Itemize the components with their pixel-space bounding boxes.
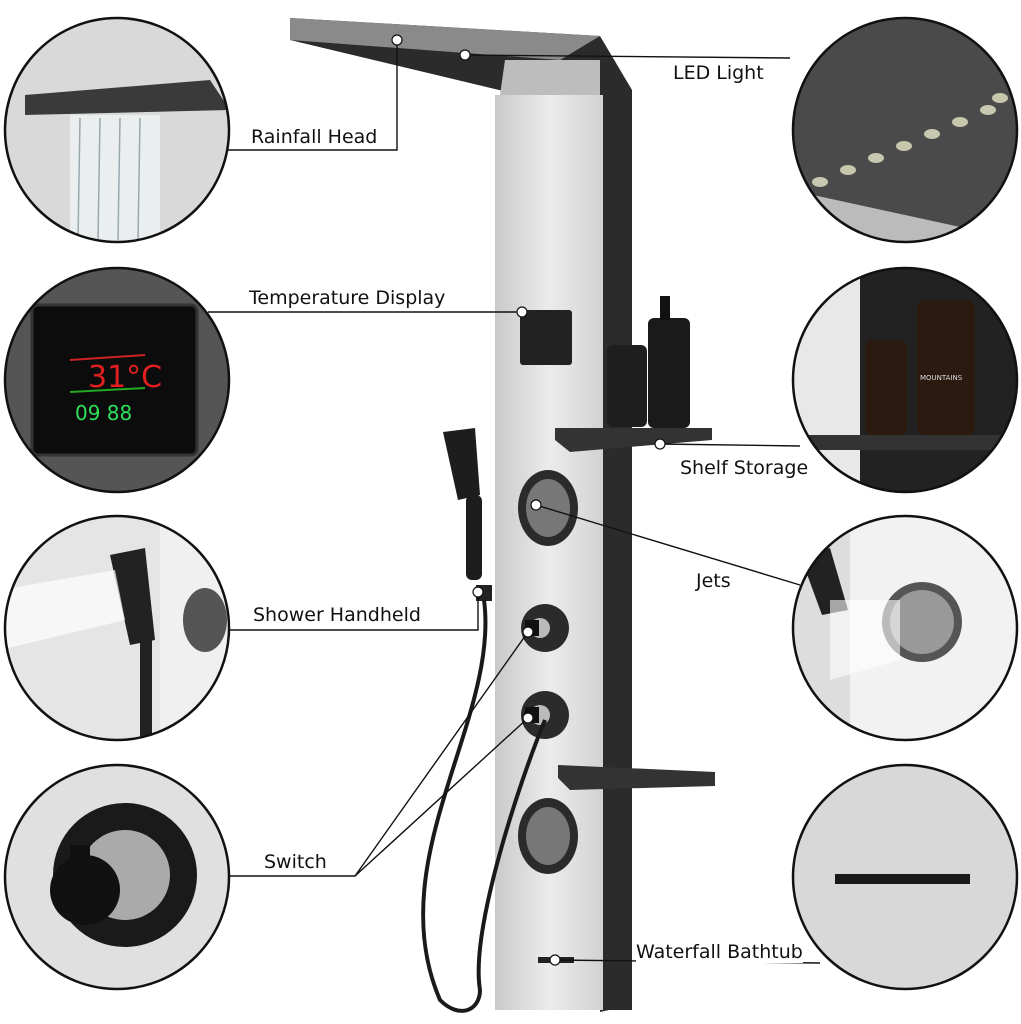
shelf-bottom — [558, 765, 715, 790]
bottle-label: MOUNTAINS — [920, 374, 963, 382]
shelf-top — [555, 296, 712, 452]
detail-temperature-display: 31°C 09 88 — [5, 268, 229, 492]
detail-switch — [5, 765, 229, 989]
leader-lines — [208, 40, 821, 964]
hose — [421, 599, 547, 1013]
label-waterfall-bathtub: Waterfall Bathtub — [636, 941, 803, 963]
label-shelf-storage: Shelf Storage — [680, 457, 809, 479]
detail-handheld — [5, 516, 229, 740]
label-led-light: LED Light — [673, 62, 764, 84]
label-switch: Switch — [264, 851, 327, 873]
detail-led-light — [793, 18, 1017, 242]
switch-top — [521, 604, 569, 652]
label-temperature-display: Temperature Display — [249, 287, 446, 309]
handheld-shower — [443, 428, 492, 601]
label-rainfall-head: Rainfall Head — [251, 126, 378, 148]
label-shower-handheld: Shower Handheld — [253, 604, 421, 626]
display-timer: 09 88 — [75, 401, 132, 425]
detail-waterfall — [793, 765, 1017, 989]
label-jets: Jets — [696, 570, 731, 592]
jet-bottom — [518, 798, 578, 874]
switch-bottom — [521, 691, 569, 739]
temperature-display-unit — [520, 310, 572, 365]
detail-rainfall-head — [5, 18, 229, 242]
shower-panel — [290, 18, 715, 1013]
